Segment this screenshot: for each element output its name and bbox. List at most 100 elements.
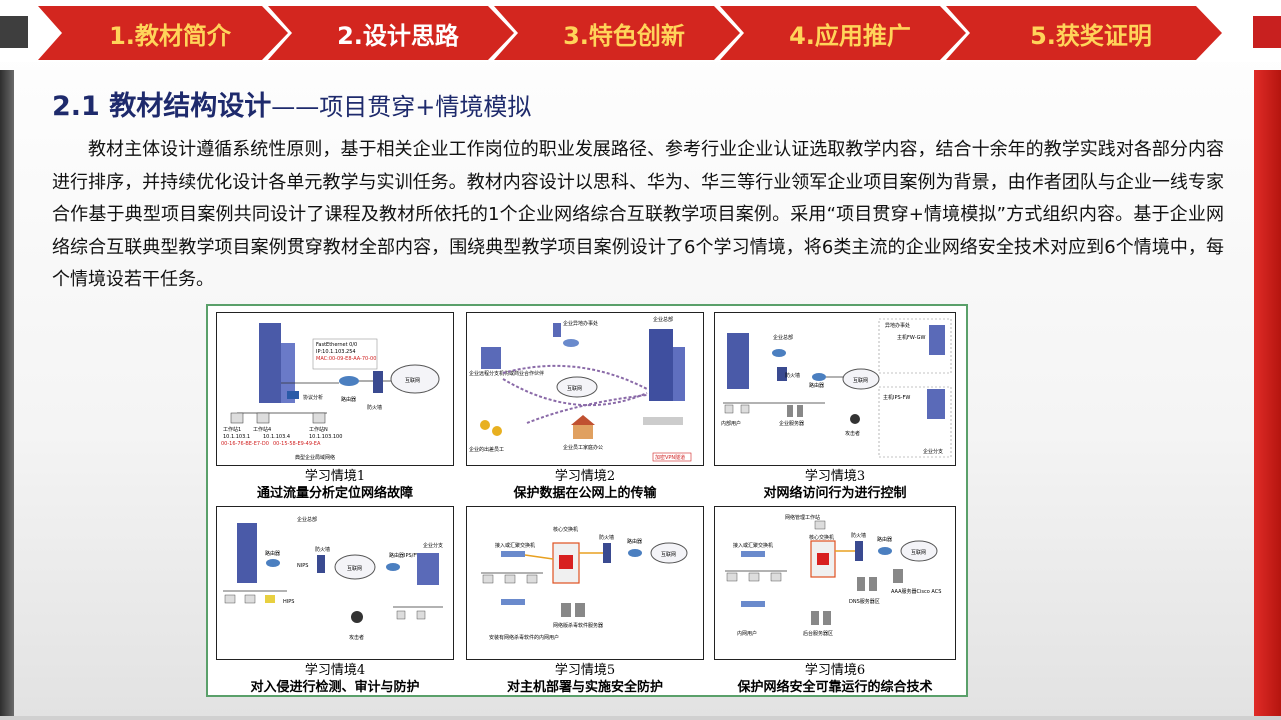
label-internet: 互联网 (911, 549, 926, 556)
cloud-icon (650, 542, 688, 564)
label-antivirus-clients: 安装有网络杀毒软件的内网用户 (489, 634, 559, 641)
label-mac1: 00-16-76-BE-E7-D0 (221, 441, 269, 447)
left-side-bar (0, 70, 14, 720)
scenario-2-caption: 学习情境2 保护数据在公网上的传输 (466, 468, 704, 502)
scenario-6-diagram: 网络管理工作站 接入或汇聚交换机 核心交换机 防火墙 路由器 互联网 AAA服务… (714, 506, 956, 660)
nav-item-intro[interactable]: 1.教材简介 (38, 6, 288, 60)
router-icon (266, 559, 280, 567)
firewall-icon (777, 367, 787, 381)
scenario-5-caption: 学习情境5 对主机部署与实施安全防护 (466, 662, 704, 696)
right-accent-block (1253, 16, 1281, 48)
nav-item-label: 3.特色创新 (563, 21, 685, 50)
cloud-icon (556, 376, 598, 398)
label-backend: 后台服务器区 (803, 630, 833, 637)
scenario-figure: FastEthernet 0/0 IP:10.1.103.254 MAC:00-… (206, 304, 968, 697)
label-branch: 企业分支 (923, 448, 943, 455)
label-hq: 企业总部 (773, 334, 793, 341)
label-internet: 互联网 (347, 565, 362, 572)
label-interface: FastEthernet 0/0 (316, 342, 357, 348)
nav-item-application[interactable]: 4.应用推广 (720, 6, 966, 60)
label-access-switch: 接入或汇聚交换机 (733, 542, 773, 549)
label-internal: 内网用户 (737, 630, 757, 637)
label-vpn: 加密VPN隧道 (655, 454, 685, 461)
label-remote: 异地办事处 (885, 322, 910, 329)
label-internet: 互联网 (661, 551, 676, 558)
cloud-icon (334, 554, 376, 580)
server-icon (649, 329, 673, 401)
label-hips: HIPS (283, 599, 294, 605)
cloud-icon (390, 364, 440, 394)
label-access-switch: 接入或汇聚交换机 (495, 542, 535, 549)
nav-item-awards[interactable]: 5.获奖证明 (946, 6, 1222, 60)
scenario-6-caption: 学习情境6 保护网络安全可靠运行的综合技术 (714, 662, 956, 696)
label-router: 路由器 (627, 538, 642, 545)
firewall-icon (373, 371, 383, 393)
right-side-bar (1254, 70, 1281, 720)
scenario-desc: 对网络访问行为进行控制 (763, 486, 907, 501)
label-router: 路由器 (341, 396, 356, 403)
diagram-caption: 典型企业局域网络 (295, 454, 335, 461)
router-icon (878, 547, 892, 555)
label-traveling: 企业的出差员工 (469, 446, 504, 453)
label-ip4: 10.1.103.4 (263, 434, 290, 440)
scenario-title: 学习情境3 (804, 469, 866, 484)
server-icon (259, 323, 281, 403)
heading-main: 2.1 教材结构设计 (52, 91, 272, 122)
label-branch: 企业远程分支机构或商业合作伙伴 (469, 370, 544, 377)
heading-sub: ——项目贯穿+情境模拟 (271, 93, 532, 121)
label-protocol: 协议分析 (303, 394, 323, 401)
scenario-5-diagram: 接入或汇聚交换机 核心交换机 防火墙 路由器 互联网 安装有网络杀毒软件的内网用… (466, 506, 704, 660)
firewall-icon (603, 543, 611, 563)
scenario-1-diagram: FastEthernet 0/0 IP:10.1.103.254 MAC:00-… (216, 312, 454, 466)
label-attacker: 攻击者 (845, 430, 860, 437)
nav-item-features[interactable]: 3.特色创新 (494, 6, 740, 60)
scenario-desc: 通过流量分析定位网络故障 (256, 486, 413, 501)
scenario-4-caption: 学习情境4 对入侵进行检测、审计与防护 (216, 662, 454, 696)
label-ws4: 工作站4 (253, 426, 271, 433)
label-firewall: 防火墙 (599, 534, 614, 541)
label-core-switch: 核心交换机 (809, 534, 834, 541)
label-firewall: 防火墙 (367, 404, 382, 411)
label-dns: DNS服务器区 (849, 598, 880, 605)
scenario-3-caption: 学习情境3 对网络访问行为进行控制 (714, 468, 956, 502)
body-paragraph: 教材主体设计遵循系统性原则，基于相关企业工作岗位的职业发展路径、参考行业企业认证… (52, 139, 1224, 290)
label-attacker: 攻击者 (349, 634, 364, 641)
scenario-title: 学习情境1 (304, 469, 366, 484)
label-home: 企业员工家庭办公 (563, 444, 603, 451)
scenario-1-caption: 学习情境1 通过流量分析定位网络故障 (216, 468, 454, 502)
label-fw-host: 主机FW-GW (897, 334, 925, 341)
scenario-desc: 保护数据在公网上的传输 (513, 486, 657, 501)
nav-item-label: 2.设计思路 (337, 21, 459, 50)
nav-item-label: 5.获奖证明 (1030, 21, 1152, 50)
label-nips: NIPS (297, 563, 308, 569)
label-internet: 互联网 (405, 377, 420, 384)
label-servers: 企业服务器 (779, 420, 804, 427)
label-nms: 网络管理工作站 (785, 514, 820, 521)
label-mac: MAC:00-09-E8-AA-70-00 (316, 356, 376, 362)
server-icon (237, 523, 257, 583)
label-branch: 企业分支 (423, 542, 443, 549)
scenario-desc: 对入侵进行检测、审计与防护 (250, 680, 420, 695)
label-remote-office: 企业异地办事处 (563, 320, 598, 327)
label-router-ips: 路由器IPS/FW (389, 552, 421, 559)
label-router: 路由器 (809, 382, 824, 389)
scenario-title: 学习情境5 (554, 663, 616, 678)
scenario-desc: 保护网络安全可靠运行的综合技术 (737, 680, 933, 695)
label-wsn: 工作站N (309, 426, 328, 433)
scenario-3-diagram: 企业总部 防火墙 路由器 互联网 内部用户 企业服务器 攻击者 异地办事处 主机… (714, 312, 956, 466)
cloud-icon (900, 540, 938, 562)
scenario-desc: 对主机部署与实施安全防护 (506, 680, 663, 695)
label-core-switch: 核心交换机 (553, 526, 578, 533)
router-icon (339, 376, 359, 386)
scenario-title: 学习情境6 (804, 663, 866, 678)
nav-item-design[interactable]: 2.设计思路 (268, 6, 514, 60)
label-ips-host: 主机IPS-FW (883, 394, 910, 401)
nav-item-label: 4.应用推广 (789, 21, 911, 50)
label-ip: IP:10.1.103.254 (316, 349, 356, 355)
label-internet: 互联网 (567, 385, 582, 392)
router-icon (812, 373, 826, 381)
left-accent-block (0, 16, 28, 48)
label-firewall: 防火墙 (315, 546, 330, 553)
bottom-divider (0, 716, 1281, 720)
label-ip1: 10.1.103.1 (223, 434, 250, 440)
